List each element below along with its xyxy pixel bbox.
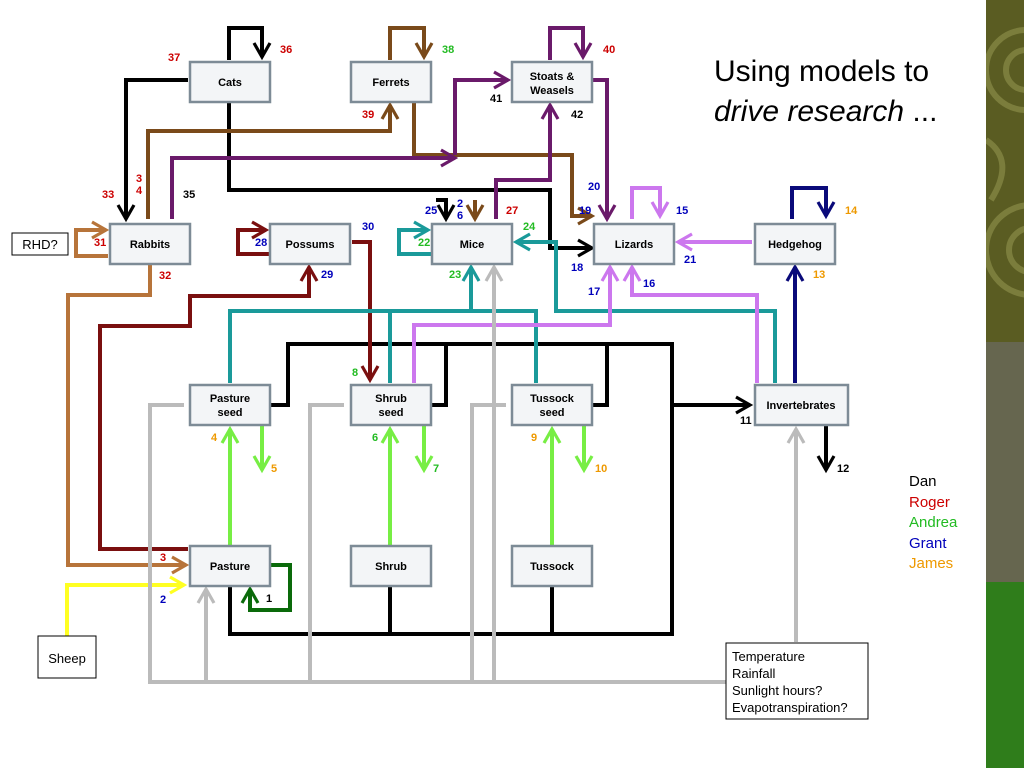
node-rabbits: Rabbits [108,222,192,266]
node-hedgehog: Hedgehog [753,222,837,266]
svg-text:Pasture: Pasture [210,561,250,573]
svg-text:Rabbits: Rabbits [130,239,170,251]
link-number-37: 37 [168,52,180,64]
link-number-22: 22 [418,237,430,249]
svg-text:Stoats &Weasels: Stoats &Weasels [530,71,575,97]
link-number-12: 12 [837,463,849,475]
link-number-24: 24 [523,221,536,233]
node-mice: Mice [430,222,514,266]
link-number-9: 9 [531,432,537,444]
title-line-2: drive research [714,95,905,128]
link-number-18: 18 [571,262,583,274]
link-number-33: 33 [102,189,114,201]
food-web-diagram: Cats Ferrets Stoats &Weasels Rabbits Pos… [11,26,869,720]
link-number-3: 3 [160,552,166,564]
link-number-35: 35 [183,189,195,201]
rhd-box: RHD? [11,232,69,256]
link-number-31: 31 [94,237,106,249]
link-number-4: 4 [136,185,143,197]
link-number-5: 5 [271,463,277,475]
link-number-40: 40 [603,44,615,56]
svg-text:Ferrets: Ferrets [372,77,409,89]
slide-title: Using models to drive research ... [714,52,937,132]
link-number-25: 25 [425,205,437,217]
svg-text:Mice: Mice [460,239,484,251]
link-number-3: 3 [136,173,142,185]
link-number-6: 6 [457,210,463,222]
link-number-10: 10 [595,463,607,475]
link-number-6: 6 [372,432,378,444]
node-tussock: Tussock [510,544,594,588]
legend-item-andrea: Andrea [909,514,958,531]
svg-text:Shrub: Shrub [375,561,407,573]
svg-text:Tussock: Tussock [530,561,575,573]
node-shrub: Shrub [349,544,433,588]
link-number-labels: 1234567891011121314151617181920212223242… [94,44,858,606]
link-number-13: 13 [813,269,825,281]
sheep-box: Sheep [37,635,97,679]
decorative-side-band [983,0,1024,768]
svg-text:Sheep: Sheep [48,651,86,666]
link-number-2: 2 [160,594,166,606]
link-number-32: 32 [159,270,171,282]
link-number-8: 8 [352,367,358,379]
link-number-14: 14 [845,205,858,217]
link-number-42: 42 [571,109,583,121]
link-number-17: 17 [588,286,600,298]
link-number-4: 4 [211,432,218,444]
link-number-11: 11 [740,415,752,427]
link-number-29: 29 [321,269,333,281]
link-number-7: 7 [433,463,439,475]
link-number-16: 16 [643,278,655,290]
node-possums: Possums [268,222,352,266]
link-number-30: 30 [362,221,374,233]
link-number-38: 38 [442,44,454,56]
link-number-28: 28 [255,237,267,249]
node-pasture: Pasture [188,544,272,588]
link-number-20: 20 [588,181,600,193]
link-number-2: 2 [457,198,463,210]
svg-text:Hedgehog: Hedgehog [768,239,822,251]
link-number-19: 19 [579,205,591,217]
title-line-1: Using models to [714,55,930,88]
link-number-1: 1 [266,593,272,605]
link-number-21: 21 [684,254,696,266]
legend-item-roger: Roger [909,493,950,511]
node-stoats-weasels: Stoats &Weasels [510,60,594,104]
legend-item-grant: Grant [909,534,947,552]
node-cats: Cats [188,60,272,104]
link-number-27: 27 [506,205,518,217]
link-number-23: 23 [449,269,461,281]
title-ellipsis: ... [904,95,938,128]
node-lizards: Lizards [592,222,676,266]
legend-item-dan: Dan [909,473,937,490]
svg-text:Lizards: Lizards [615,239,654,251]
link-number-39: 39 [362,109,374,121]
svg-text:RHD?: RHD? [22,237,57,252]
link-number-15: 15 [676,205,688,217]
svg-text:Possums: Possums [286,239,335,251]
svg-text:Invertebrates: Invertebrates [766,400,835,412]
link-number-36: 36 [280,44,292,56]
node-ferrets: Ferrets [349,60,433,104]
svg-text:Cats: Cats [218,77,242,89]
link-number-41: 41 [490,93,502,105]
node-invertebrates: Invertebrates [753,383,850,427]
legend-item-james: James [909,555,954,572]
